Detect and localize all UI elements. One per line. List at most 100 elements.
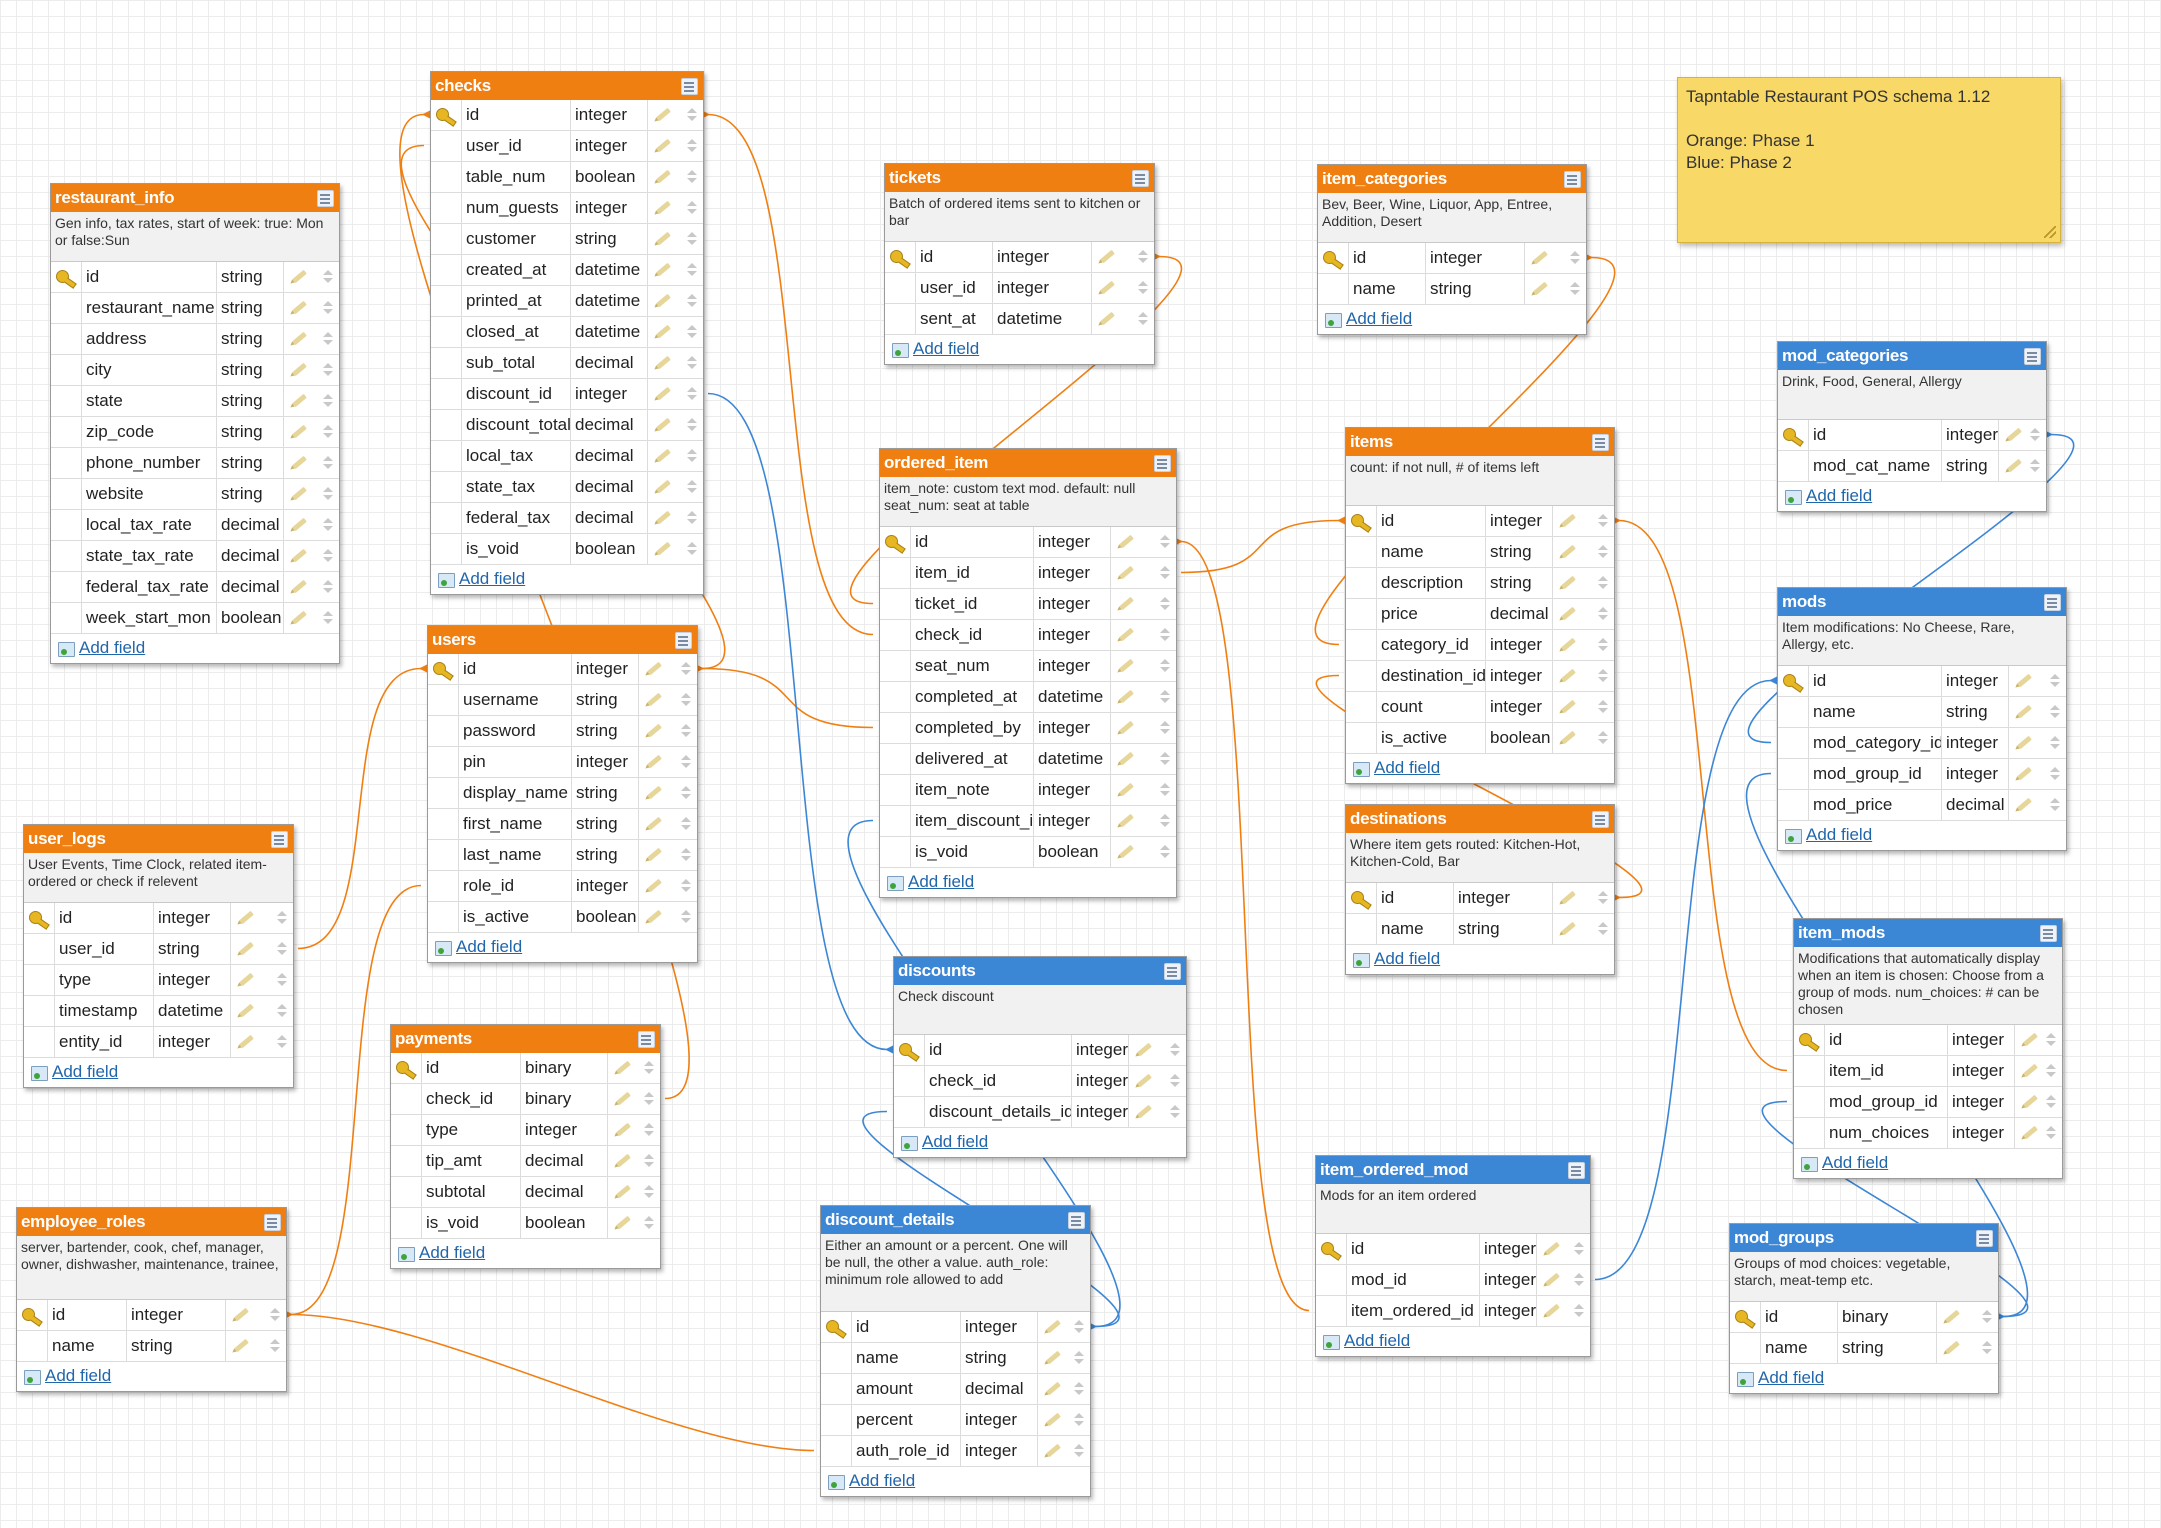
edit-field-icon[interactable] xyxy=(616,1215,631,1230)
edit-field-icon[interactable] xyxy=(647,878,662,893)
edit-field-icon[interactable] xyxy=(1119,658,1134,673)
field-type[interactable]: string xyxy=(1486,537,1553,567)
reorder-field-icon[interactable] xyxy=(323,580,333,593)
field-type[interactable]: integer xyxy=(1454,883,1553,913)
reorder-field-icon[interactable] xyxy=(1160,535,1170,548)
field-name[interactable]: description xyxy=(1377,568,1486,598)
field-type[interactable]: string xyxy=(217,386,284,416)
field-name[interactable]: week_start_mon xyxy=(82,603,217,633)
add-field-row[interactable]: Add field xyxy=(1318,305,1586,334)
field-name[interactable]: name xyxy=(1377,914,1454,944)
field-type[interactable]: string xyxy=(217,355,284,385)
edit-field-icon[interactable] xyxy=(2007,458,2022,473)
edit-field-icon[interactable] xyxy=(656,107,671,122)
edit-field-icon[interactable] xyxy=(1119,689,1134,704)
schema-sticky-note[interactable]: Tapntable Restaurant POS schema 1.12 Ora… xyxy=(1677,77,2061,243)
table-header[interactable]: mod_categories xyxy=(1778,342,2046,370)
field-name[interactable]: delivered_at xyxy=(911,744,1034,774)
add-field-link[interactable]: Add field xyxy=(459,569,526,588)
reorder-field-icon[interactable] xyxy=(687,325,697,338)
field-name[interactable]: check_id xyxy=(422,1084,521,1114)
reorder-field-icon[interactable] xyxy=(1074,1351,1084,1364)
field-type[interactable]: integer xyxy=(1942,759,2009,789)
edit-field-icon[interactable] xyxy=(647,847,662,862)
field-name[interactable]: display_name xyxy=(459,778,572,808)
field-type[interactable]: integer xyxy=(1942,420,1999,450)
add-field-icon[interactable] xyxy=(1325,313,1342,328)
field-type[interactable]: integer xyxy=(1480,1234,1537,1264)
edit-field-icon[interactable] xyxy=(239,941,254,956)
edit-field-icon[interactable] xyxy=(2017,673,2032,688)
relation-users-id-to-ordered-item-completed-by[interactable] xyxy=(691,662,874,729)
field-name[interactable]: last_name xyxy=(459,840,572,870)
field-type[interactable]: integer xyxy=(1486,630,1553,660)
field-type[interactable]: binary xyxy=(1838,1302,1937,1332)
edit-field-icon[interactable] xyxy=(1545,1241,1560,1256)
reorder-field-icon[interactable] xyxy=(681,817,691,830)
reorder-field-icon[interactable] xyxy=(1160,597,1170,610)
field-name[interactable]: id xyxy=(1825,1025,1948,1055)
edit-table-icon[interactable] xyxy=(2040,925,2057,942)
field-name[interactable]: price xyxy=(1377,599,1486,629)
add-field-link[interactable]: Add field xyxy=(913,339,980,358)
field-name[interactable]: federal_tax xyxy=(462,503,571,533)
reorder-field-icon[interactable] xyxy=(277,973,287,986)
field-name[interactable]: user_id xyxy=(462,131,571,161)
field-type[interactable]: string xyxy=(217,262,284,292)
add-field-icon[interactable] xyxy=(438,573,455,588)
field-type[interactable]: integer xyxy=(571,131,648,161)
reorder-field-icon[interactable] xyxy=(687,449,697,462)
edit-field-icon[interactable] xyxy=(1137,1073,1152,1088)
reorder-field-icon[interactable] xyxy=(1160,690,1170,703)
reorder-field-icon[interactable] xyxy=(687,387,697,400)
edit-field-icon[interactable] xyxy=(2017,797,2032,812)
field-type[interactable]: boolean xyxy=(217,603,284,633)
field-name[interactable]: phone_number xyxy=(82,448,217,478)
field-type[interactable]: decimal xyxy=(217,510,284,540)
field-type[interactable]: string xyxy=(1942,697,2009,727)
edit-field-icon[interactable] xyxy=(647,754,662,769)
edit-field-icon[interactable] xyxy=(647,692,662,707)
reorder-field-icon[interactable] xyxy=(1160,628,1170,641)
reorder-field-icon[interactable] xyxy=(687,542,697,555)
reorder-field-icon[interactable] xyxy=(323,363,333,376)
reorder-field-icon[interactable] xyxy=(644,1185,654,1198)
edit-table-icon[interactable] xyxy=(1564,171,1581,188)
edit-field-icon[interactable] xyxy=(616,1153,631,1168)
field-name[interactable]: first_name xyxy=(459,809,572,839)
field-type[interactable]: integer xyxy=(571,193,648,223)
field-type[interactable]: string xyxy=(1454,914,1553,944)
field-name[interactable]: sub_total xyxy=(462,348,571,378)
field-name[interactable]: name xyxy=(48,1331,127,1361)
reorder-field-icon[interactable] xyxy=(270,1308,280,1321)
field-type[interactable]: boolean xyxy=(571,534,648,564)
field-name[interactable]: num_choices xyxy=(1825,1118,1948,1148)
edit-field-icon[interactable] xyxy=(239,1034,254,1049)
field-type[interactable]: string xyxy=(1426,274,1525,304)
reorder-field-icon[interactable] xyxy=(687,418,697,431)
field-name[interactable]: id xyxy=(1809,420,1942,450)
add-field-row[interactable]: Add field xyxy=(880,868,1176,897)
edit-field-icon[interactable] xyxy=(2023,1125,2038,1140)
field-name[interactable]: mod_group_id xyxy=(1809,759,1942,789)
